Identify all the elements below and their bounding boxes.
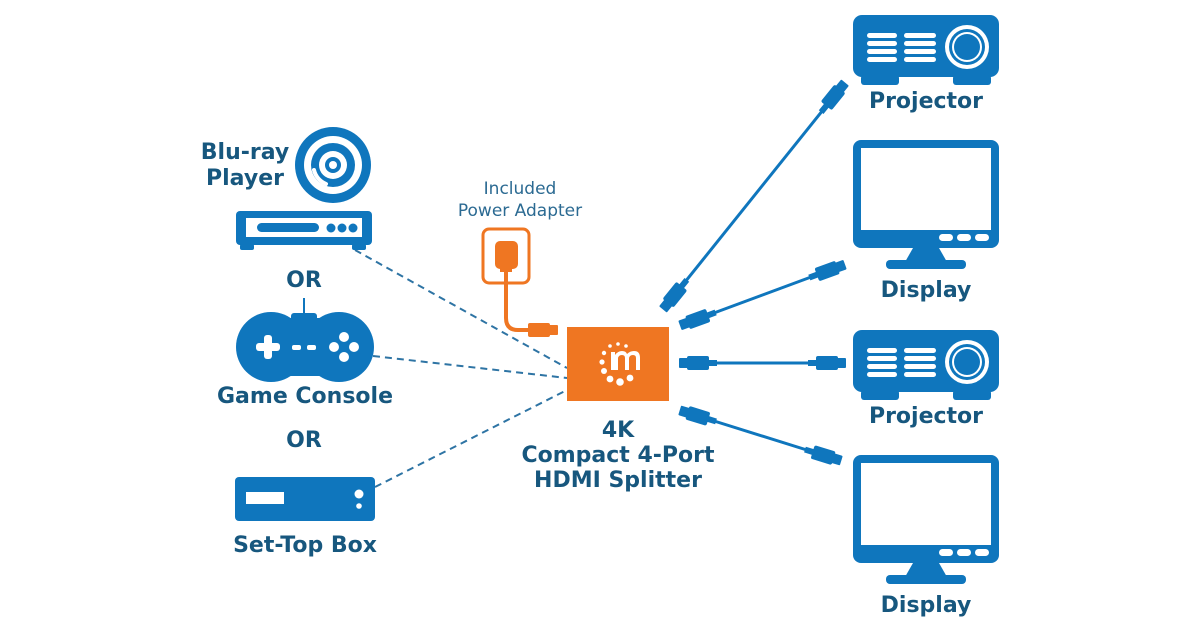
cable-to-display-2 — [694, 413, 827, 458]
cable-to-projector-1 — [671, 94, 837, 298]
bluray-label: Blu-ray Player — [190, 140, 300, 192]
bluray-player-icon — [236, 127, 372, 250]
game-console-label: Game Console — [217, 384, 393, 409]
manhattan-m-logo — [599, 342, 640, 386]
bluray-label-line2: Player — [206, 166, 284, 191]
or-label-2: OR — [286, 428, 322, 453]
output-cables — [657, 78, 851, 468]
output-label-3: Projector — [868, 404, 984, 429]
projector-icon — [853, 330, 999, 400]
bluray-connection-line — [354, 249, 568, 369]
splitter-label-line2: Compact 4-Port — [521, 443, 715, 468]
settop-label: Set-Top Box — [233, 533, 377, 558]
power-label-line1: Included — [483, 179, 557, 199]
monitor-icon — [853, 455, 999, 584]
monitor-icon — [853, 140, 999, 269]
splitter-label: 4K Compact 4-Port HDMI Splitter — [500, 418, 736, 493]
set-top-box-icon — [235, 477, 375, 521]
projector-icon — [853, 15, 999, 85]
output-label-2: Display — [880, 278, 972, 303]
power-label-line2: Power Adapter — [457, 201, 583, 221]
cable-to-display-1 — [694, 268, 831, 322]
bluray-label-line1: Blu-ray — [200, 140, 290, 165]
hdmi-splitter-device — [567, 327, 669, 401]
or-label-1: OR — [286, 268, 322, 293]
output-label-4: Display — [880, 593, 972, 618]
source-connections — [354, 249, 568, 488]
power-adapter-label: Included Power Adapter — [440, 178, 600, 222]
splitter-label-line3: HDMI Splitter — [534, 468, 702, 493]
gamepad-icon — [236, 298, 374, 382]
splitter-label-line1: 4K — [601, 418, 635, 443]
power-adapter-icon — [481, 227, 558, 337]
game-console-connection-line — [372, 355, 568, 379]
output-label-1: Projector — [868, 89, 984, 114]
